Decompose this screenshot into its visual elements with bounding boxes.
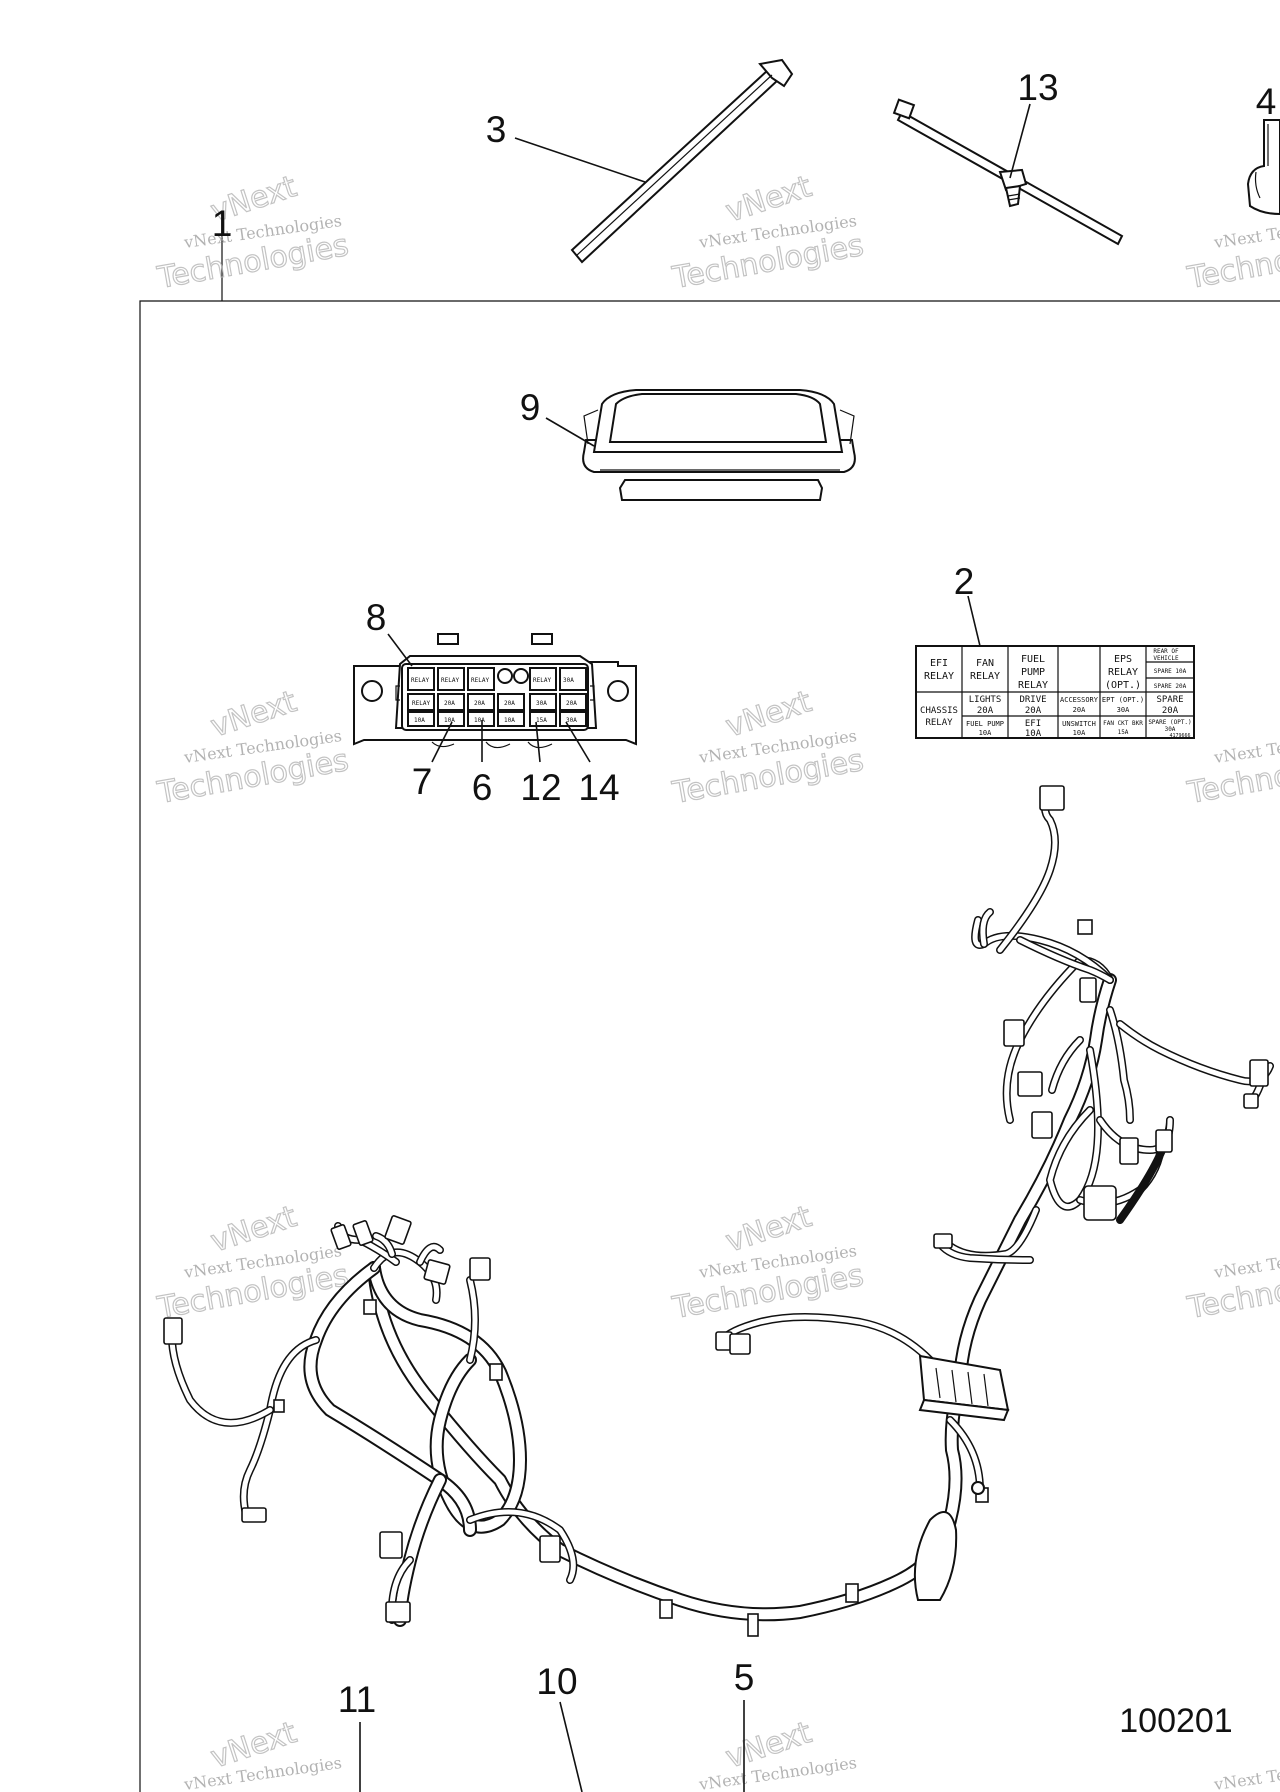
svg-text:PUMP: PUMP [1021, 667, 1045, 678]
svg-text:20A: 20A [977, 706, 994, 716]
callout-1: 1 [212, 203, 233, 244]
leader-3 [514, 137, 646, 183]
svg-text:10A: 10A [1025, 729, 1042, 739]
callout-11: 11 [338, 1679, 376, 1720]
svg-text:RELAY: RELAY [1108, 667, 1138, 678]
fuse-block: RELAY RELAY RELAY RELAY 30A RELAY 20A 20… [353, 633, 637, 749]
leader-2 [967, 595, 981, 647]
svg-text:vNext Technologies: vNext Technologies [1212, 1753, 1280, 1792]
leader-10 [559, 1701, 583, 1792]
svg-text:10A: 10A [979, 729, 992, 737]
svg-text:10A: 10A [1073, 729, 1086, 737]
callout-5: 5 [734, 1657, 755, 1698]
svg-text:30A: 30A [1165, 726, 1176, 733]
push-mount-tie-part-13 [892, 98, 1124, 246]
leader-12 [535, 721, 541, 763]
cable-tie-part-3 [570, 58, 794, 264]
svg-text:FAN CKT BKR: FAN CKT BKR [1103, 720, 1143, 727]
svg-text:LIGHTS: LIGHTS [969, 695, 1002, 705]
svg-text:ACCESSORY: ACCESSORY [1060, 696, 1099, 704]
svg-text:(OPT.): (OPT.) [1105, 680, 1141, 691]
svg-text:10A: 10A [504, 717, 515, 724]
svg-text:FUEL PUMP: FUEL PUMP [966, 720, 1004, 728]
svg-text:RELAY: RELAY [411, 677, 429, 684]
callout-7: 7 [412, 761, 433, 802]
leader-7 [431, 721, 453, 763]
leader-14 [565, 721, 591, 763]
svg-text:20A: 20A [474, 700, 485, 707]
svg-text:FAN: FAN [976, 658, 994, 669]
leader-9 [545, 417, 595, 447]
svg-text:30A: 30A [563, 677, 574, 684]
svg-text:20A: 20A [1162, 706, 1179, 716]
callout-13: 13 [1017, 67, 1058, 108]
svg-text:RELAY: RELAY [441, 677, 459, 684]
callout-6: 6 [472, 767, 493, 808]
svg-text:RELAY: RELAY [924, 671, 954, 682]
kit-frame [139, 300, 1280, 1792]
callout-3: 3 [486, 109, 507, 150]
callout-9: 9 [520, 387, 541, 428]
callout-2: 2 [954, 561, 975, 602]
svg-text:20A: 20A [1073, 706, 1086, 714]
svg-text:RELAY: RELAY [471, 677, 489, 684]
svg-text:EFI: EFI [1025, 719, 1041, 729]
svg-text:30A: 30A [566, 717, 577, 724]
callout-12: 12 [520, 767, 561, 808]
fuse-box-cover-part-9 [582, 389, 856, 501]
svg-text:10A: 10A [474, 717, 485, 724]
callout-14: 14 [578, 767, 619, 808]
svg-text:30A: 30A [1117, 706, 1130, 714]
svg-text:EPS: EPS [1114, 654, 1132, 665]
svg-text:20A: 20A [444, 700, 455, 707]
callout-4: 4 [1256, 81, 1277, 122]
harness-connectors [163, 785, 1269, 1637]
svg-text:EPT (OPT.): EPT (OPT.) [1102, 696, 1144, 704]
svg-text:SPARE 20A: SPARE 20A [1154, 683, 1187, 690]
svg-text:10A: 10A [444, 717, 455, 724]
svg-text:RELAY: RELAY [1018, 680, 1048, 691]
svg-text:30A: 30A [536, 700, 547, 707]
svg-text:SPARE 10A: SPARE 10A [1154, 668, 1187, 675]
fuse-label-part-2: EFI RELAY FAN RELAY FUEL PUMP RELAY EPS … [915, 645, 1195, 739]
svg-text:CHASSIS: CHASSIS [920, 706, 958, 716]
svg-text:SPARE (OPT.): SPARE (OPT.) [1148, 719, 1191, 726]
svg-text:10A: 10A [414, 717, 425, 724]
clip-part-4 [1246, 119, 1280, 216]
svg-text:FUEL: FUEL [1021, 654, 1045, 665]
svg-text:4179666: 4179666 [1169, 733, 1190, 739]
leader-13 [1009, 103, 1031, 179]
reference-number: 100201 [1119, 1702, 1232, 1740]
svg-text:VEHICLE: VEHICLE [1153, 655, 1179, 662]
svg-text:20A: 20A [504, 700, 515, 707]
svg-text:SPARE: SPARE [1156, 695, 1183, 705]
svg-text:20A: 20A [1025, 706, 1042, 716]
svg-text:RELAY: RELAY [412, 700, 430, 707]
callout-8: 8 [366, 597, 387, 638]
svg-text:15A: 15A [536, 717, 547, 724]
svg-text:EFI: EFI [930, 658, 948, 669]
harness-fuse-box [918, 1354, 1010, 1495]
svg-text:DRIVE: DRIVE [1019, 695, 1046, 705]
svg-text:15A: 15A [1118, 729, 1129, 736]
svg-text:RELAY: RELAY [925, 718, 953, 728]
svg-text:UNSWITCH: UNSWITCH [1062, 720, 1096, 728]
svg-text:20A: 20A [566, 700, 577, 707]
svg-text:RELAY: RELAY [970, 671, 1000, 682]
callout-10: 10 [536, 1661, 577, 1702]
leader-8 [387, 633, 413, 667]
svg-text:RELAY: RELAY [533, 677, 551, 684]
svg-text:REAR OF: REAR OF [1153, 648, 1179, 655]
